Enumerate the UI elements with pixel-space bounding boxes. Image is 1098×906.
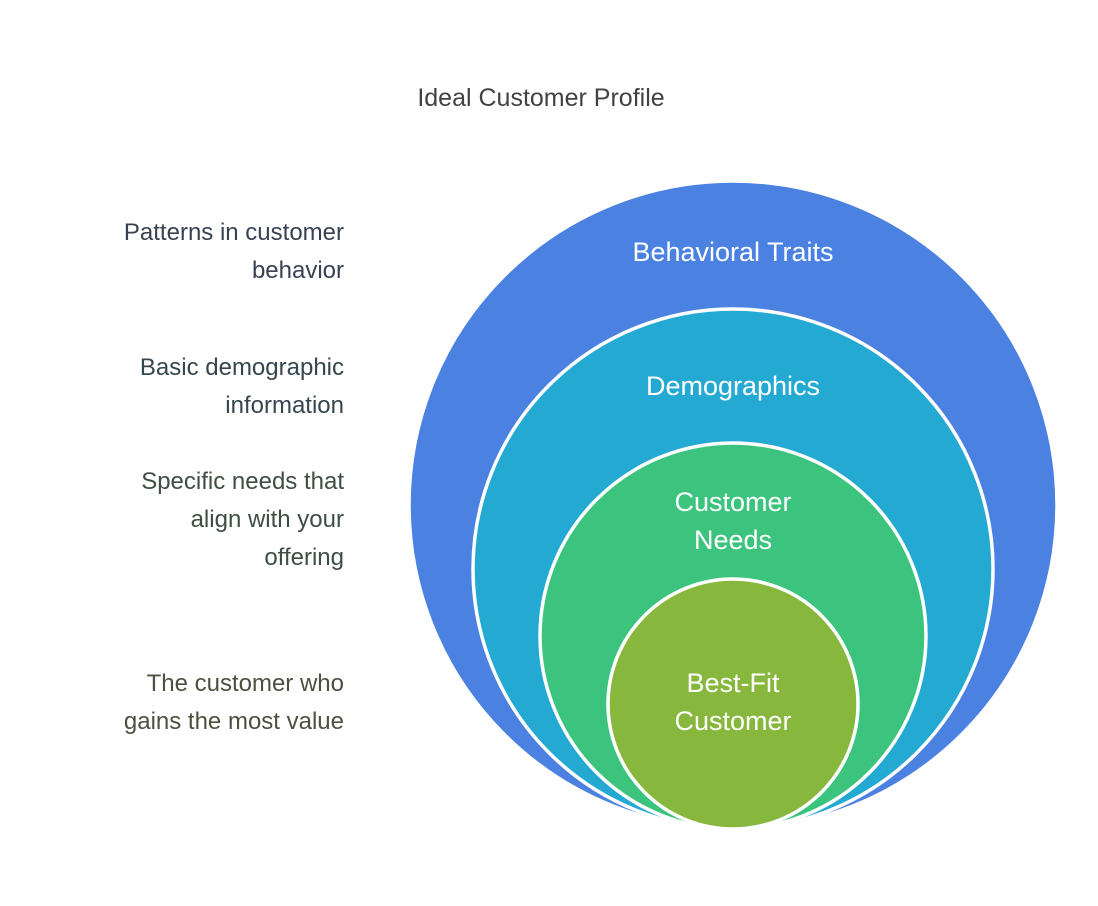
diagram-title: Ideal Customer Profile [417, 84, 665, 112]
ring-label-demographics: Demographics [645, 371, 821, 401]
ring-description-behavioral-traits: Patterns in customer behavior [123, 219, 344, 284]
ring-description-demographics: Basic demographic information [139, 354, 344, 419]
ring-label-customer-needs: Customer Needs [674, 487, 792, 555]
ring-description-best-fit-customer: The customer who gains the most value [123, 670, 344, 735]
ring-description-customer-needs: Specific needs that align with your offe… [141, 468, 344, 571]
ring-label-best-fit-customer: Best-Fit Customer [674, 668, 792, 736]
ring-label-behavioral-traits: Behavioral Traits [632, 237, 834, 267]
ring-circle-best-fit-customer [606, 577, 860, 831]
